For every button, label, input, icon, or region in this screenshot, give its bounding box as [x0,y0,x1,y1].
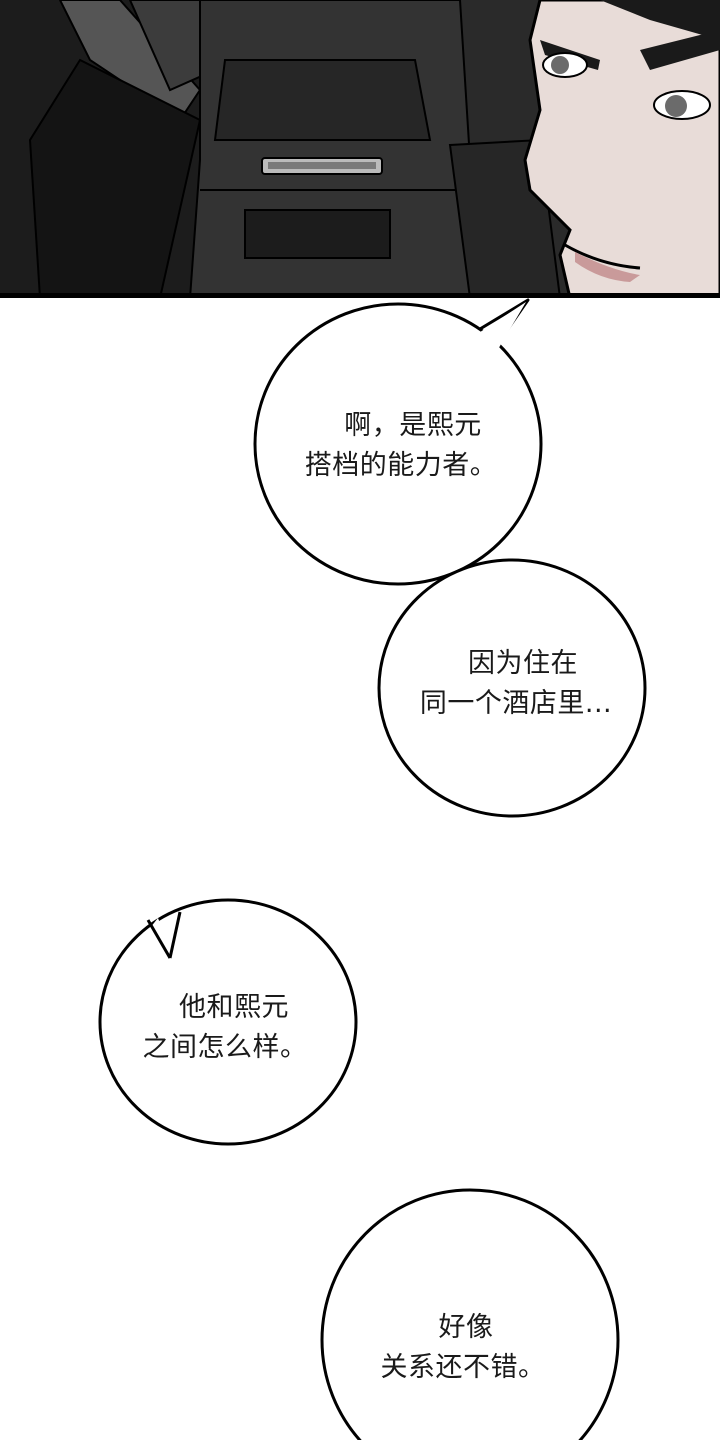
speech-line: 啊，是熙元 [344,410,482,441]
speech-bubble-3 [98,898,358,1146]
speech-line: 因为住在 [468,648,578,679]
speech-line: 同一个酒店里... [419,688,613,719]
speech-bubble-3-text: 他和熙元 之间怎么样。 [132,988,318,1068]
speech-line: 好像 [438,1312,494,1343]
speech-bubble-2 [377,558,647,818]
speech-line: 之间怎么样。 [142,1032,308,1063]
speech-line: 搭档的能力者。 [304,450,498,481]
speech-line: 关系还不错。 [380,1352,546,1383]
comic-panel-car-interior [0,0,720,298]
speech-bubble-4 [320,1188,620,1440]
speech-bubble-1-text: 啊，是熙元 搭档的能力者。 [290,406,512,486]
speech-bubble-4-text: 好像 关系还不错。 [368,1308,558,1388]
speech-line: 他和熙元 [179,992,289,1023]
car-interior-illustration [0,0,720,298]
speech-bubble-2-text: 因为住在 同一个酒店里... [398,644,634,724]
speech-bubble-1 [253,298,543,586]
